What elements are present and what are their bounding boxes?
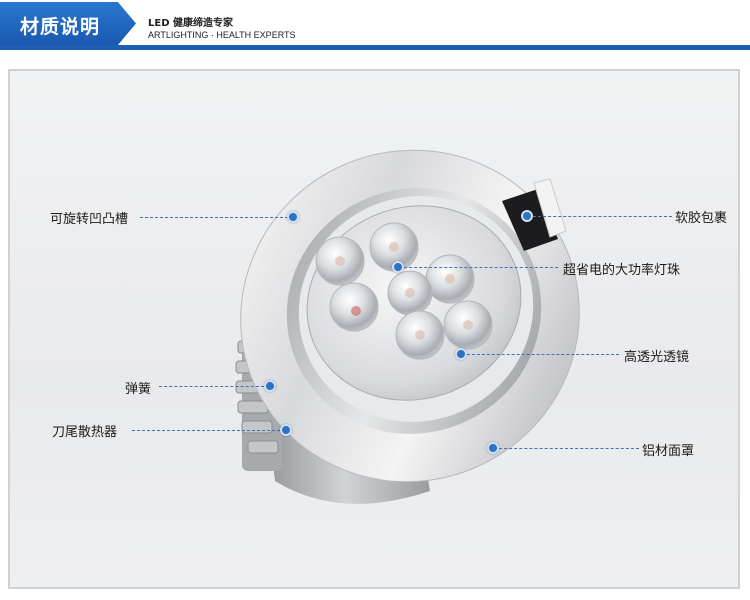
led-lens-array [315, 222, 493, 360]
callout-soft-rubber-wrap: 软胶包裹 [675, 211, 728, 226]
leader-line [499, 448, 639, 449]
leader-line [533, 216, 672, 217]
leader-line [404, 267, 558, 268]
leader-line [159, 386, 264, 387]
callout-dot [487, 442, 499, 454]
callout-dot [287, 211, 299, 223]
leader-line [467, 354, 619, 355]
callout-dot [392, 261, 404, 273]
callout-led-beads: 超省电的大功率灯珠 [563, 263, 681, 278]
section-title: 材质说明 [20, 16, 101, 38]
brand-slogan: LED 健康缔造专家 [148, 18, 233, 29]
header-tab [0, 2, 136, 45]
callout-aluminum-cover: 铝材面罩 [642, 444, 695, 459]
callout-dot [280, 424, 292, 436]
callout-dot [264, 380, 276, 392]
led-downlight-image [235, 149, 580, 504]
leader-line [132, 430, 280, 431]
leader-line [140, 217, 288, 218]
callout-dot [521, 210, 533, 222]
callout-heat-sink: 刀尾散热器 [52, 425, 118, 440]
callout-dot [455, 348, 467, 360]
callout-rotatable-groove: 可旋转凹凸槽 [50, 212, 129, 227]
product-panel: 可旋转凹凸槽 软胶包裹 超省电的大功率灯珠 高透光透镜 弹簧 刀尾散热器 铝材面… [8, 69, 740, 589]
callout-lens: 高透光透镜 [624, 350, 690, 365]
brand-tagline: ARTLIGHTING · HEALTH EXPERTS [148, 30, 296, 40]
callout-spring: 弹簧 [125, 382, 152, 397]
section-header: 材质说明 LED 健康缔造专家 ARTLIGHTING · HEALTH EXP… [0, 0, 750, 52]
header-divider [0, 45, 750, 50]
